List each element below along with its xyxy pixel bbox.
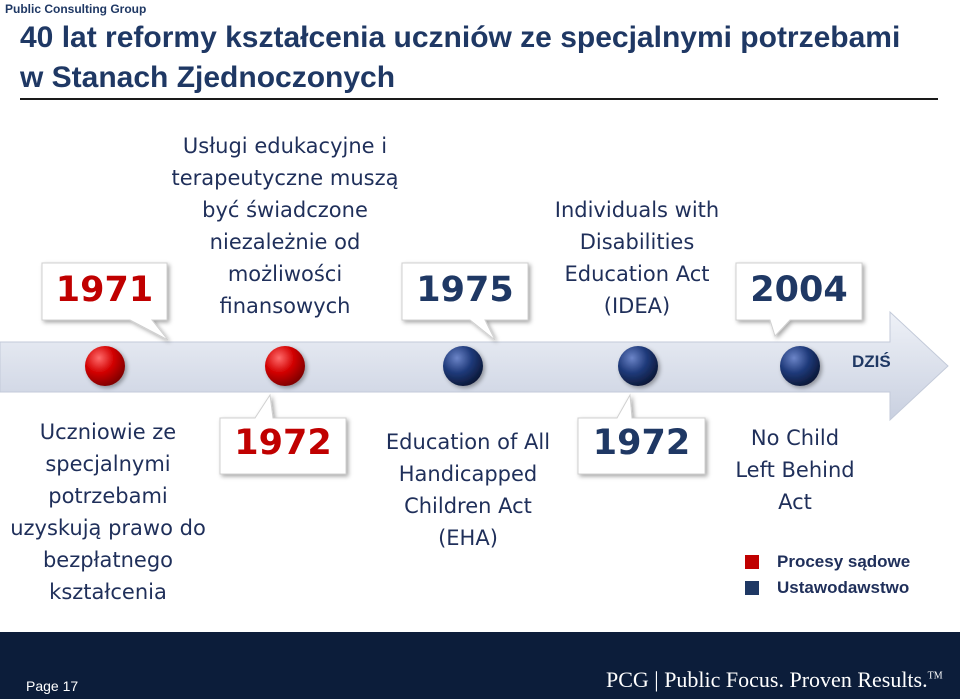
legend: Procesy sądowe Ustawodawstwo	[745, 552, 910, 598]
note-line: możliwości	[227, 262, 343, 286]
legend-swatch-blue	[745, 581, 759, 595]
note-line: Education Act	[564, 262, 710, 286]
note-1971: Usługi edukacyjne i terapeutyczne muszą …	[150, 130, 420, 322]
year-2004: 2004	[750, 270, 848, 310]
note-line: Usługi edukacyjne i	[182, 134, 388, 158]
note-line: niezależnie od	[209, 230, 361, 254]
timeline-dot-1971	[85, 346, 125, 386]
timeline-dot-1972-red	[265, 346, 305, 386]
title-divider	[20, 98, 938, 100]
note-line: (IDEA)	[603, 294, 671, 318]
note-line: No Child	[750, 426, 840, 450]
note-line: (EHA)	[438, 526, 498, 550]
legend-label: Ustawodawstwo	[777, 578, 910, 597]
note-line: Uczniowie ze	[39, 420, 177, 444]
page-title: 40 lat reformy kształcenia uczniów ze sp…	[20, 18, 950, 98]
timeline-dot-2004	[780, 346, 820, 386]
note-line: bezpłatnego	[42, 548, 174, 572]
legend-item-legislation: Ustawodawstwo	[745, 578, 910, 598]
note-line: finansowych	[219, 294, 351, 318]
footer-brand-text: PCG | Public Focus. Proven Results.	[606, 667, 928, 692]
footer-bar	[0, 632, 960, 699]
note-nclb: No Child Left Behind Act	[710, 422, 880, 518]
title-line-2: w Stanach Zjednoczonych	[20, 61, 396, 94]
legend-swatch-red	[745, 555, 759, 569]
note-line: Left Behind	[735, 458, 855, 482]
note-1975: Individuals with Disabilities Education …	[527, 194, 747, 322]
title-line-1: 40 lat reformy kształcenia uczniów ze sp…	[20, 21, 901, 54]
callout-box-2004	[735, 262, 863, 337]
note-eha: Education of All Handicapped Children Ac…	[354, 426, 582, 554]
legend-item-lawsuits: Procesy sądowe	[745, 552, 910, 572]
trademark-mark: TM	[927, 670, 943, 682]
note-line: Handicapped	[398, 462, 538, 486]
callout-box-1975	[401, 262, 529, 341]
year-1972-blue: 1972	[592, 423, 691, 463]
callout-box-1971	[41, 262, 169, 341]
page-number: Page 17	[26, 678, 79, 694]
timeline-dot-1972-blue	[618, 346, 658, 386]
callout-box-1972-red	[219, 393, 347, 475]
footer-brand: PCG | Public Focus. Proven Results.TM	[606, 667, 943, 693]
note-line: Children Act	[404, 494, 532, 518]
note-line: uzyskują prawo do	[10, 516, 206, 540]
note-line: Disabilities	[579, 230, 695, 254]
note-line: terapeutyczne muszą	[171, 166, 399, 190]
note-line: Act	[778, 490, 812, 514]
year-1971: 1971	[55, 270, 154, 310]
year-1972-red: 1972	[234, 423, 332, 463]
note-line: kształcenia	[49, 580, 167, 604]
callout-box-1972-blue	[577, 393, 706, 475]
note-left: Uczniowie ze specjalnymi potrzebami uzys…	[0, 416, 216, 608]
legend-label: Procesy sądowe	[777, 552, 911, 571]
timeline-graphic	[0, 262, 949, 475]
note-line: być świadczone	[202, 198, 368, 222]
note-line: Individuals with	[554, 198, 720, 222]
note-line: potrzebami	[48, 484, 168, 508]
note-line: specjalnymi	[45, 452, 171, 476]
note-line: Education of All	[385, 430, 551, 454]
brand-label: Public Consulting Group	[5, 2, 147, 16]
year-1975: 1975	[416, 270, 514, 310]
timeline-dot-1975	[443, 346, 483, 386]
today-label: DZIŚ	[852, 352, 891, 371]
